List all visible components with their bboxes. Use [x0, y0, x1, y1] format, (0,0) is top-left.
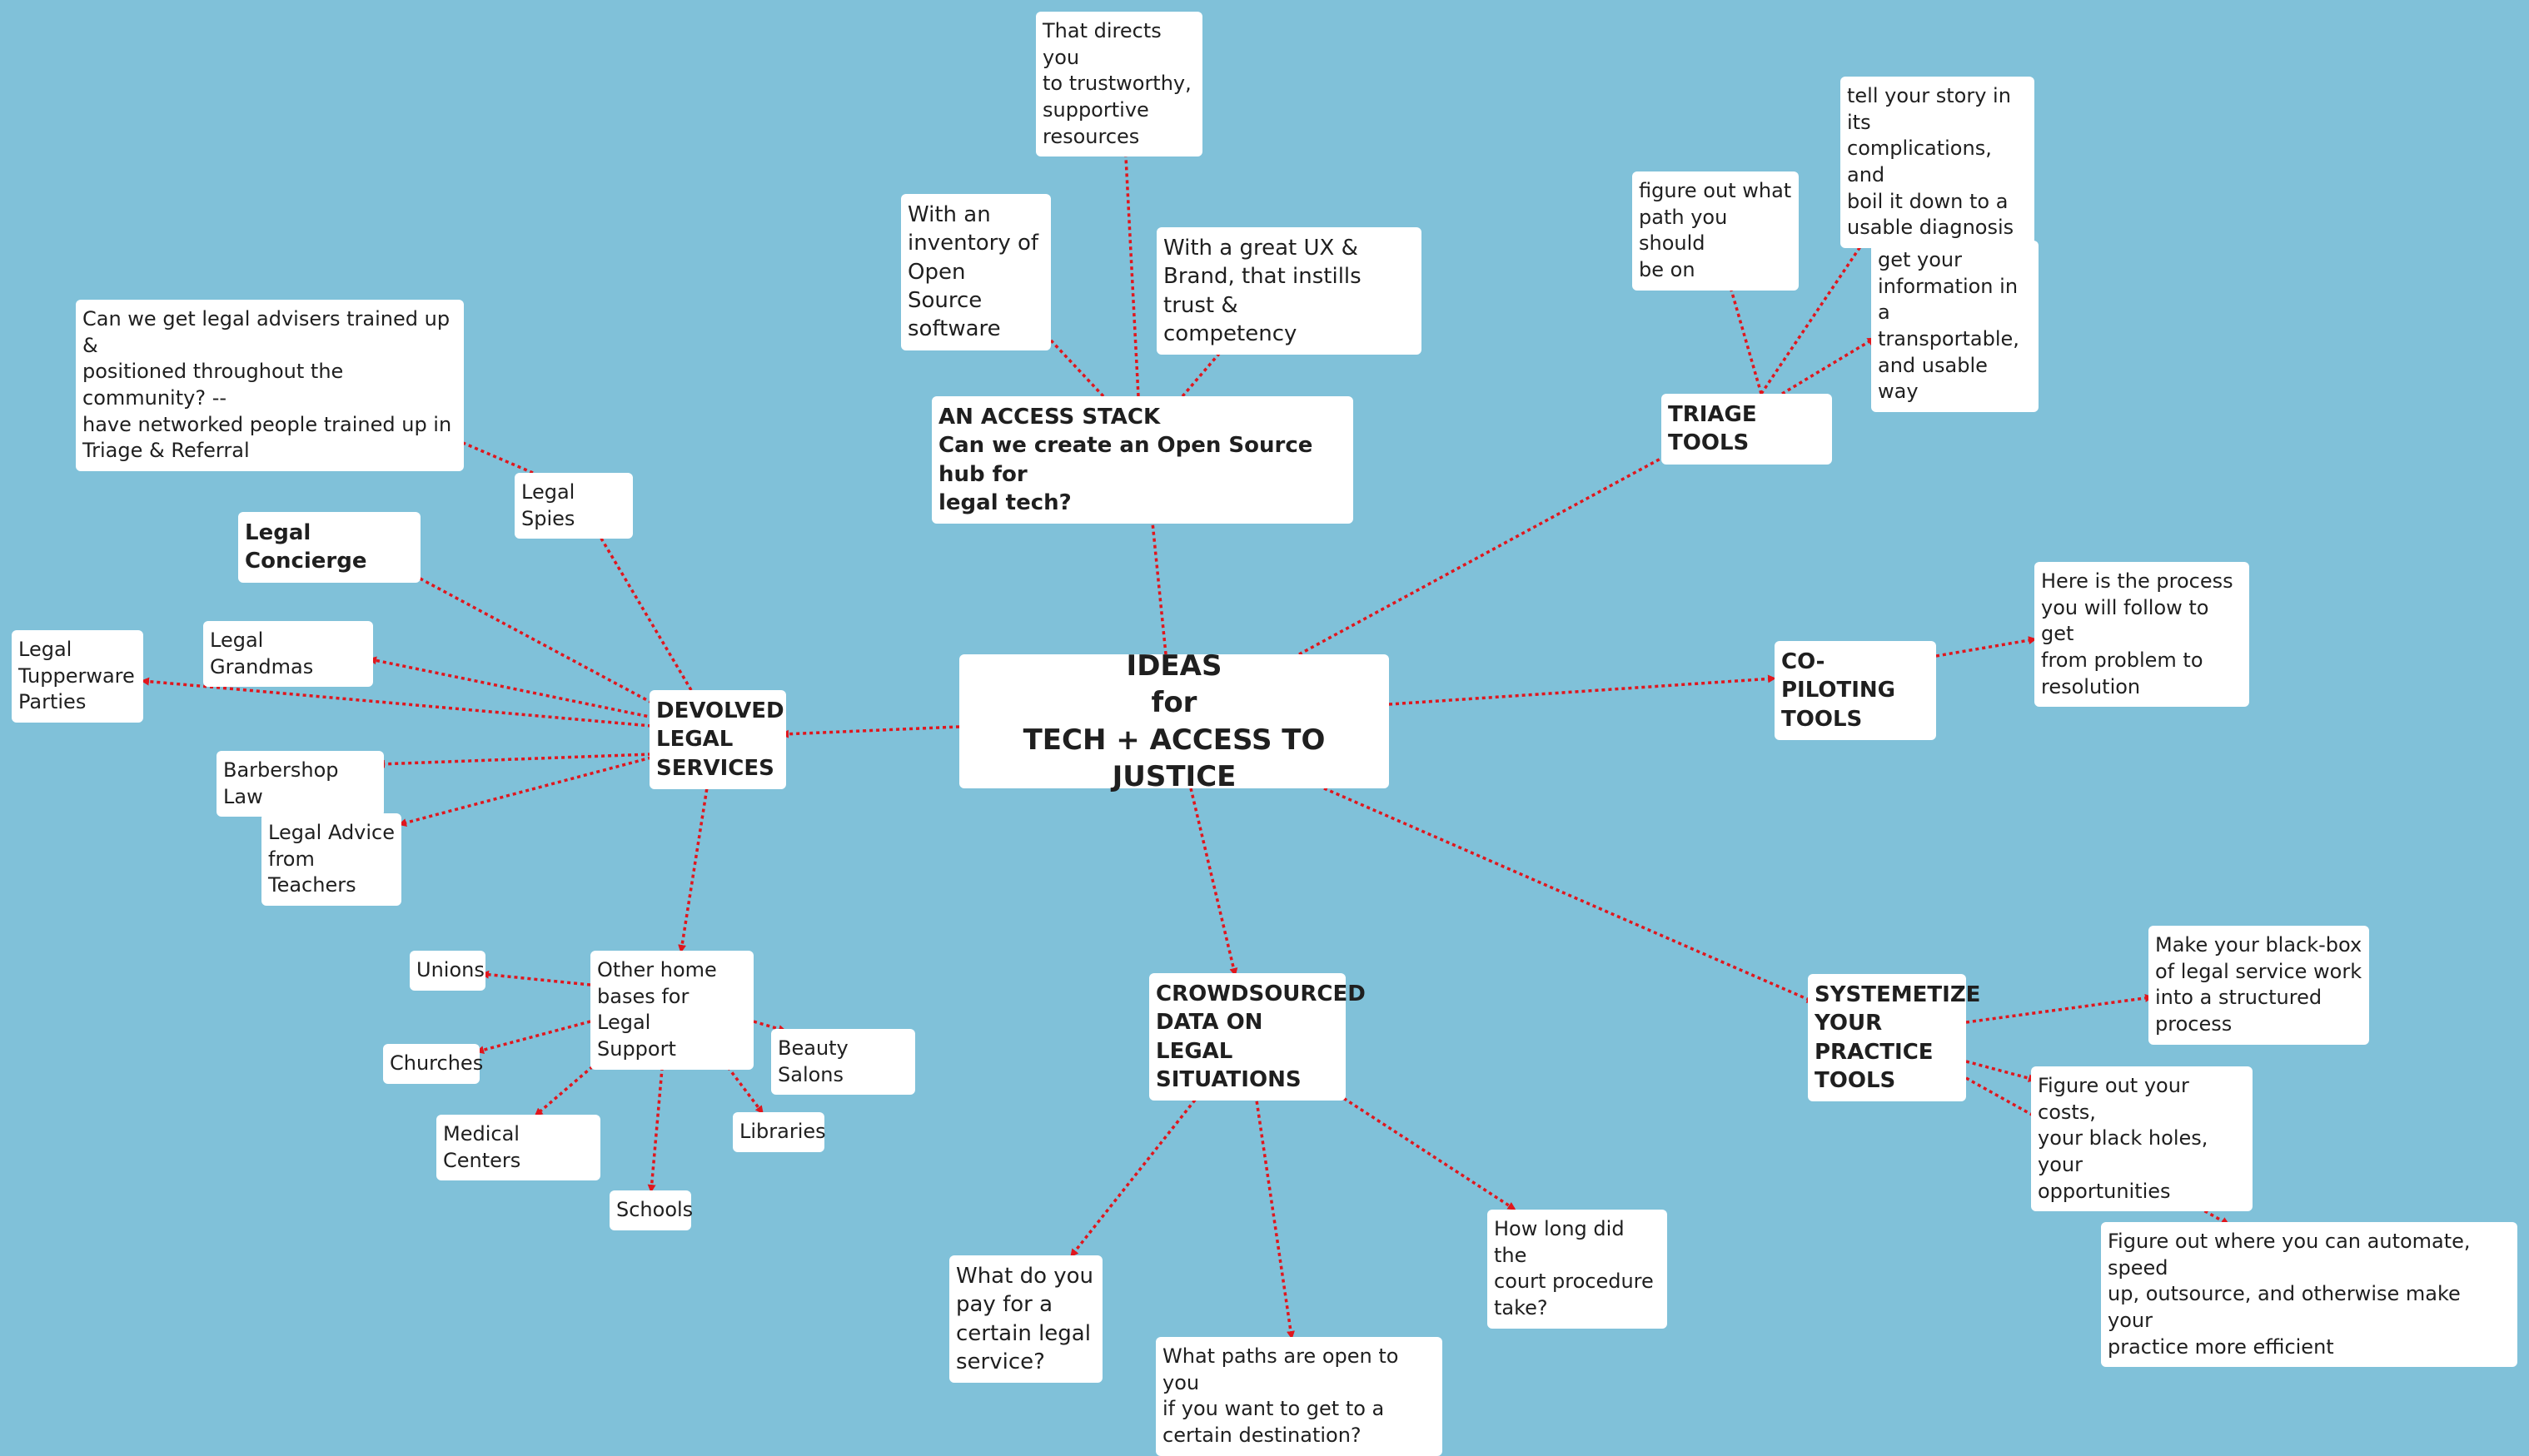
access-trustworthy-node[interactable]: That directs you to trustworthy, support…	[1036, 12, 1202, 157]
connector-copiloting	[1388, 674, 1776, 706]
access-inventory-node[interactable]: With an inventory of Open Source softwar…	[901, 194, 1051, 350]
connector-legal-tupperware	[141, 677, 652, 728]
connector-legal-teachers	[398, 756, 652, 827]
unions-node[interactable]: Unions	[410, 951, 485, 991]
copiloting-tools-node[interactable]: CO-PILOTING TOOLS	[1775, 641, 1936, 740]
triage-path-node[interactable]: figure out what path you should be on	[1632, 171, 1799, 291]
legal-spies-detail-node[interactable]: Can we get legal advisers trained up & p…	[76, 300, 464, 472]
copiloting-process-node[interactable]: Here is the process you will follow to g…	[2034, 562, 2249, 708]
connector-access-trustworthy	[1120, 122, 1140, 397]
legal-spies-node[interactable]: Legal Spies	[515, 473, 633, 539]
connector-crowdsourced	[1189, 788, 1238, 976]
connector-systemetize	[1323, 787, 1815, 1003]
legal-concierge-node[interactable]: Legal Concierge	[238, 512, 421, 583]
crowd-paths-node[interactable]: What paths are open to you if you want t…	[1156, 1337, 1442, 1456]
medical-centers-node[interactable]: Medical Centers	[436, 1115, 600, 1181]
connector-copiloting-process	[1935, 636, 2037, 658]
access-ux-node[interactable]: With a great UX & Brand, that instills t…	[1157, 227, 1421, 355]
connector-barbershop-law	[376, 753, 652, 768]
legal-tupperware-node[interactable]: Legal Tupperware Parties	[12, 630, 143, 723]
connector-legal-grandmas	[368, 656, 655, 719]
triage-tools-node[interactable]: TRIAGE TOOLS	[1661, 394, 1832, 465]
connector-triage-info	[1781, 337, 1876, 395]
connector-crowd-pay	[1070, 1093, 1201, 1258]
beauty-salons-node[interactable]: Beauty Salons	[771, 1029, 915, 1096]
sys-costs-node[interactable]: Figure out your costs, your black holes,…	[2031, 1066, 2253, 1212]
sys-blackbox-node[interactable]: Make your black-box of legal service wor…	[2148, 926, 2369, 1045]
access-stack-node[interactable]: AN ACCESS STACK Can we create an Open So…	[932, 396, 1353, 524]
sys-automate-node[interactable]: Figure out where you can automate, speed…	[2101, 1222, 2517, 1368]
barbershop-law-node[interactable]: Barbershop Law	[217, 751, 384, 817]
connector-churches	[475, 1020, 591, 1055]
libraries-node[interactable]: Libraries	[733, 1112, 826, 1152]
connector-other-home-bases	[678, 782, 709, 953]
connector-triage	[1298, 430, 1714, 656]
legal-teachers-node[interactable]: Legal Advice from Teachers	[261, 813, 401, 907]
triage-story-node[interactable]: tell your story in its complications, an…	[1840, 77, 2034, 249]
connector-sys-costs	[1965, 1060, 2037, 1083]
connector-devolved	[780, 725, 960, 738]
connector-crowd-paths	[1254, 1094, 1295, 1339]
systemetize-tools-node[interactable]: SYSTEMETIZE YOUR PRACTICE TOOLS	[1808, 974, 1980, 1102]
legal-grandmas-node[interactable]: Legal Grandmas	[203, 621, 373, 688]
connector-crowd-howlong	[1337, 1093, 1516, 1210]
center-node[interactable]: IDEAS for TECH + ACCESS TO JUSTICE	[959, 649, 1389, 793]
crowdsourced-data-node[interactable]: CROWDSOURCED DATA ON LEGAL SITUATIONS	[1149, 973, 1366, 1101]
crowd-pay-node[interactable]: What do you pay for a certain legal serv…	[949, 1255, 1103, 1384]
connector-sys-blackbox	[1965, 993, 2153, 1024]
churches-node[interactable]: Churches	[383, 1044, 483, 1084]
connector-unions	[480, 970, 591, 986]
schools-node[interactable]: Schools	[610, 1190, 693, 1230]
devolved-legal-services-node[interactable]: DEVOLVED LEGAL SERVICES	[650, 690, 786, 789]
other-home-bases-node[interactable]: Other home bases for Legal Support	[590, 951, 754, 1070]
triage-info-node[interactable]: get your information in a transportable,…	[1871, 241, 2039, 413]
crowd-howlong-node[interactable]: How long did the court procedure take?	[1487, 1210, 1667, 1329]
